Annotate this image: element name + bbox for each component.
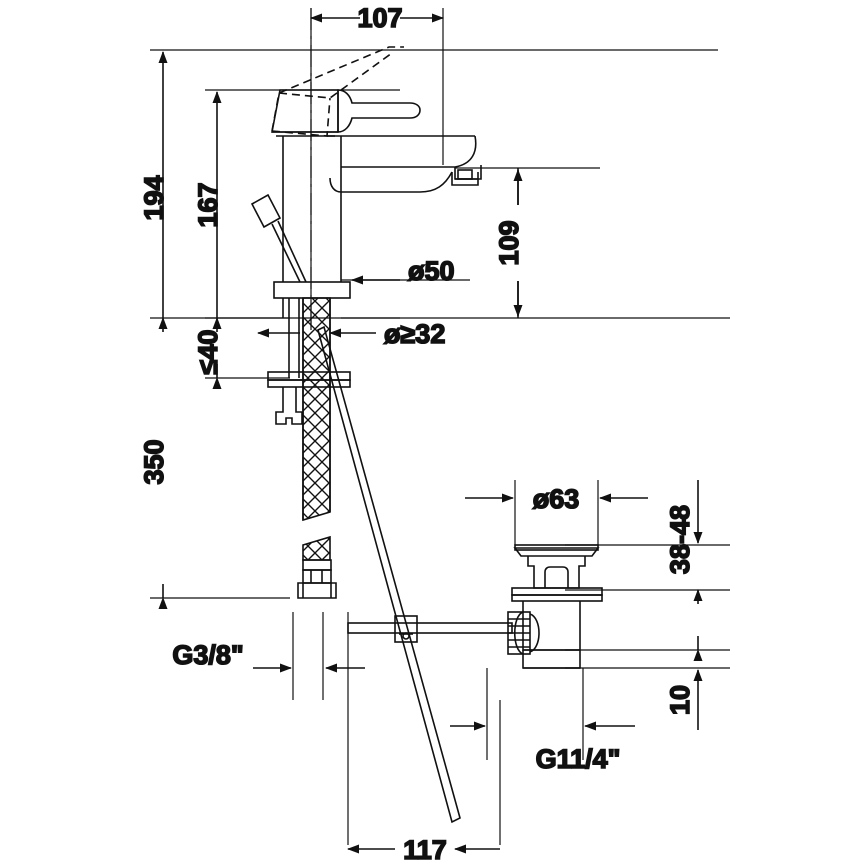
dim-label-o63: ø63 xyxy=(533,484,580,514)
dimension-drain-flange-diameter: ø63 xyxy=(465,483,648,515)
dimension-drain-lower: 10 xyxy=(664,669,703,730)
dim-label-109: 109 xyxy=(494,220,524,265)
dimension-spout-reach: 107 xyxy=(310,2,444,34)
flexible-braided-hose xyxy=(302,297,331,561)
pop-up-lift-rod-upper xyxy=(250,193,307,283)
drain-body xyxy=(513,601,581,655)
dimension-hose-length: 350 xyxy=(138,317,170,609)
dimension-drain-thread: G11/4" xyxy=(450,721,635,775)
dim-label-167: 167 xyxy=(193,182,223,227)
lift-rod-clevis xyxy=(394,615,418,643)
dim-label-o32: ø≥32 xyxy=(384,319,445,349)
body-column xyxy=(276,135,475,282)
dim-label-107: 107 xyxy=(357,3,402,33)
drain-tailpiece xyxy=(522,650,581,669)
dim-label-40: ≤40 xyxy=(193,330,223,375)
dim-label-38-48: 38-48 xyxy=(665,505,695,574)
dimension-spout-height: 109 xyxy=(493,168,531,318)
dim-label-g38: G3/8" xyxy=(172,640,243,670)
dim-label-o50: ø50 xyxy=(408,256,455,286)
dimension-hole-diameter: ø≥32 xyxy=(257,318,446,350)
dim-label-350: 350 xyxy=(139,439,169,484)
dimension-total-height: 194 xyxy=(138,51,170,318)
dim-label-10: 10 xyxy=(665,685,695,715)
dimension-rod-offset: 117 xyxy=(347,834,500,866)
dim-label-g114: G11/4" xyxy=(536,744,621,774)
base-flange xyxy=(273,281,351,299)
mounting-shank xyxy=(282,298,300,378)
dim-label-117: 117 xyxy=(403,835,447,865)
dimension-deck-thickness: ≤40 xyxy=(192,317,224,389)
pop-up-pivot-rod xyxy=(347,622,513,634)
dim-label-194: 194 xyxy=(139,175,169,220)
drain-stopper-cap xyxy=(511,544,603,602)
extension-lines xyxy=(150,8,730,845)
dimension-body-height: 167 xyxy=(192,91,224,318)
spout xyxy=(329,135,482,193)
hose-connection-nut xyxy=(297,559,337,599)
lever-handle xyxy=(271,89,421,133)
pop-up-lift-rod xyxy=(317,325,461,824)
dimension-base-diameter: ø50 xyxy=(351,255,455,287)
dimension-hose-thread: G3/8" xyxy=(172,639,365,673)
dimension-drain-depth-range: 38-48 xyxy=(664,480,703,575)
